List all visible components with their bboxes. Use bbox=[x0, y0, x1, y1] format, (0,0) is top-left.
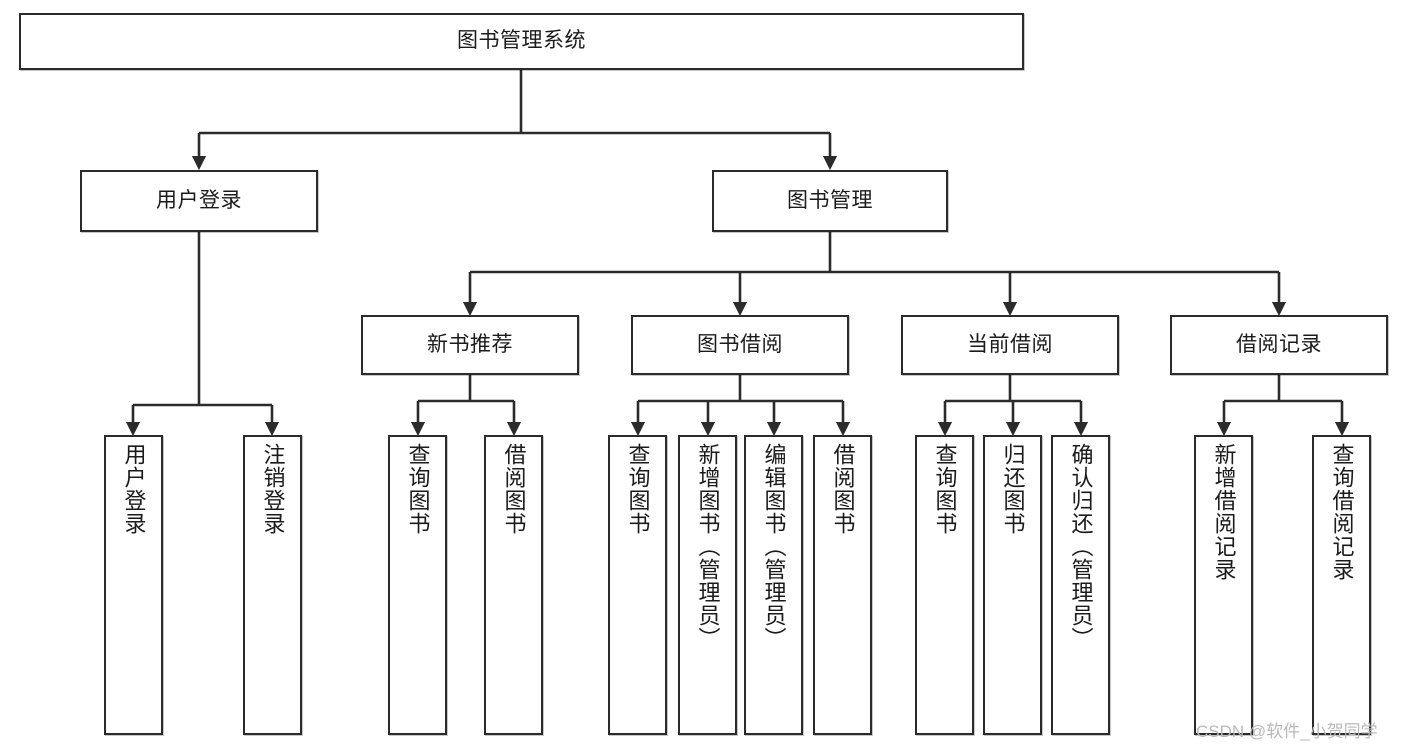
node-book-management[interactable]: 图书管理 bbox=[712, 170, 948, 232]
node-borrow-records[interactable]: 借阅记录 bbox=[1170, 315, 1388, 375]
leaf-borrow-edit-book-admin[interactable]: 编辑图书（管理员） bbox=[744, 435, 803, 735]
node-label: 查询图书 bbox=[405, 443, 431, 535]
leaf-user-login-signin[interactable]: 用户登录 bbox=[104, 435, 163, 735]
node-label: 用户登录 bbox=[121, 443, 147, 535]
leaf-record-query-borrow-record[interactable]: 查询借阅记录 bbox=[1312, 435, 1371, 735]
node-current-borrowing[interactable]: 当前借阅 bbox=[901, 315, 1119, 375]
leaf-borrow-borrow-book[interactable]: 借阅图书 bbox=[813, 435, 872, 735]
node-label: 查询借阅记录 bbox=[1329, 443, 1355, 581]
csdn-watermark: CSDN @软件_小贺同学 bbox=[1196, 722, 1378, 741]
leaf-record-add-borrow-record[interactable]: 新增借阅记录 bbox=[1194, 435, 1253, 735]
node-label: 确认归还（管理员） bbox=[1068, 443, 1094, 650]
node-label: 用户登录 bbox=[156, 188, 242, 212]
node-label: 新增图书（管理员） bbox=[695, 443, 721, 650]
node-new-book-recommendation[interactable]: 新书推荐 bbox=[361, 315, 579, 375]
node-book-borrowing[interactable]: 图书借阅 bbox=[631, 315, 849, 375]
node-root-system[interactable]: 图书管理系统 bbox=[19, 13, 1024, 70]
node-label: 图书管理 bbox=[787, 188, 873, 212]
leaf-borrow-query-book[interactable]: 查询图书 bbox=[608, 435, 667, 735]
node-label: 图书借阅 bbox=[697, 332, 783, 356]
node-label: 借阅记录 bbox=[1236, 332, 1322, 356]
node-label: 图书管理系统 bbox=[457, 29, 586, 53]
node-label: 注销登录 bbox=[260, 443, 286, 535]
node-label: 编辑图书（管理员） bbox=[761, 443, 787, 650]
node-label: 借阅图书 bbox=[830, 443, 856, 535]
node-label: 新书推荐 bbox=[427, 332, 513, 356]
node-user-login[interactable]: 用户登录 bbox=[80, 170, 318, 232]
leaf-borrow-add-book-admin[interactable]: 新增图书（管理员） bbox=[678, 435, 737, 735]
leaf-user-login-signout[interactable]: 注销登录 bbox=[243, 435, 302, 735]
node-label: 查询图书 bbox=[625, 443, 651, 535]
leaf-new-book-borrow[interactable]: 借阅图书 bbox=[484, 435, 543, 735]
node-label: 当前借阅 bbox=[967, 332, 1053, 356]
node-label: 新增借阅记录 bbox=[1211, 443, 1237, 581]
leaf-current-return-book[interactable]: 归还图书 bbox=[983, 435, 1042, 735]
node-label: 借阅图书 bbox=[501, 443, 527, 535]
leaf-current-confirm-return-admin[interactable]: 确认归还（管理员） bbox=[1051, 435, 1110, 735]
leaf-new-book-query[interactable]: 查询图书 bbox=[388, 435, 447, 735]
node-label: 归还图书 bbox=[1000, 443, 1026, 535]
leaf-current-query-book[interactable]: 查询图书 bbox=[915, 435, 974, 735]
node-label: 查询图书 bbox=[932, 443, 958, 535]
